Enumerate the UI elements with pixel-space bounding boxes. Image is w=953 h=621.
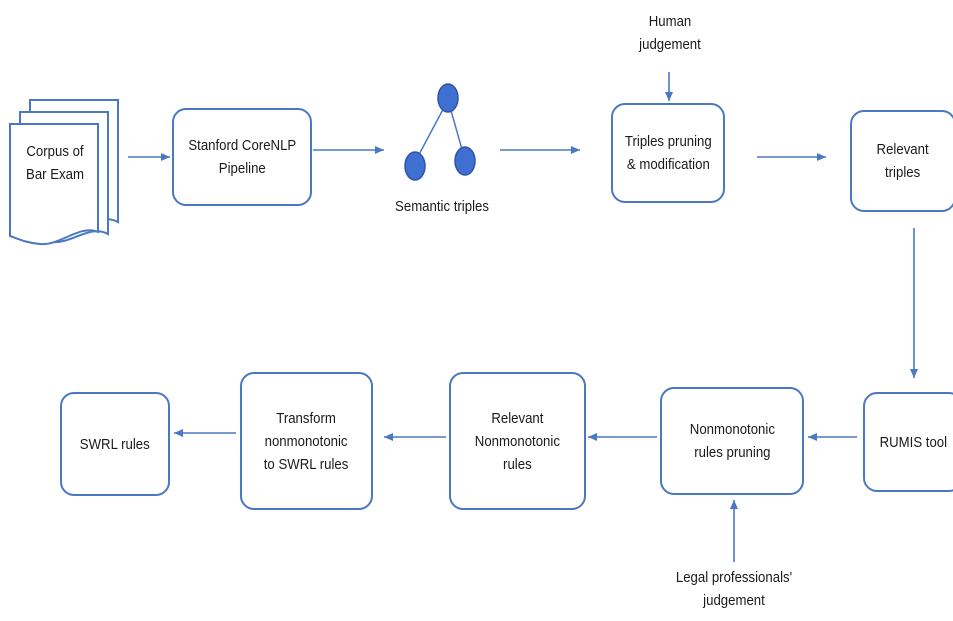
rumis-tool-label: RUMIS tool (879, 433, 947, 451)
semantic-triples-label: Semantic triples (395, 198, 489, 215)
triples-pruning-label: Triples pruning & modification (624, 133, 712, 173)
swrl-rules-node: SWRL rules (60, 392, 170, 496)
corpus-node: Corpus of Bar Exam (10, 140, 100, 186)
stanford-corenlp-node: Stanford CoreNLP Pipeline (172, 108, 312, 206)
corpus-label: Corpus of Bar Exam (26, 143, 84, 183)
relevant-triples-label: Relevant triples (876, 141, 930, 181)
semantic-graph-icon (404, 83, 476, 181)
nonmonotonic-pruning-label: Nonmonotonic rules pruning (689, 421, 775, 461)
relevant-triples-node: Relevant triples (850, 110, 953, 212)
human-judgement-node: Human judgement (620, 10, 720, 56)
relevant-nonmonotonic-node: Relevant Nonmonotonic rules (449, 372, 586, 510)
human-judgement-label: Human judgement (639, 13, 701, 53)
triples-pruning-node: Triples pruning & modification (611, 103, 725, 203)
transform-node: Transform nonmonotonic to SWRL rules (240, 372, 373, 510)
semantic-triples-node: Semantic triples (380, 195, 504, 218)
stanford-corenlp-label: Stanford CoreNLP Pipeline (188, 137, 296, 177)
document-stack-icon (9, 99, 119, 246)
legal-judgement-node: Legal professionals' judgement (654, 566, 814, 612)
swrl-rules-label: SWRL rules (80, 435, 150, 453)
legal-judgement-label: Legal professionals' judgement (675, 569, 793, 609)
transform-label: Transform nonmonotonic to SWRL rules (264, 409, 349, 473)
relevant-nonmonotonic-label: Relevant Nonmonotonic rules (474, 409, 561, 473)
nonmonotonic-pruning-node: Nonmonotonic rules pruning (660, 387, 804, 495)
rumis-tool-node: RUMIS tool (863, 392, 953, 492)
